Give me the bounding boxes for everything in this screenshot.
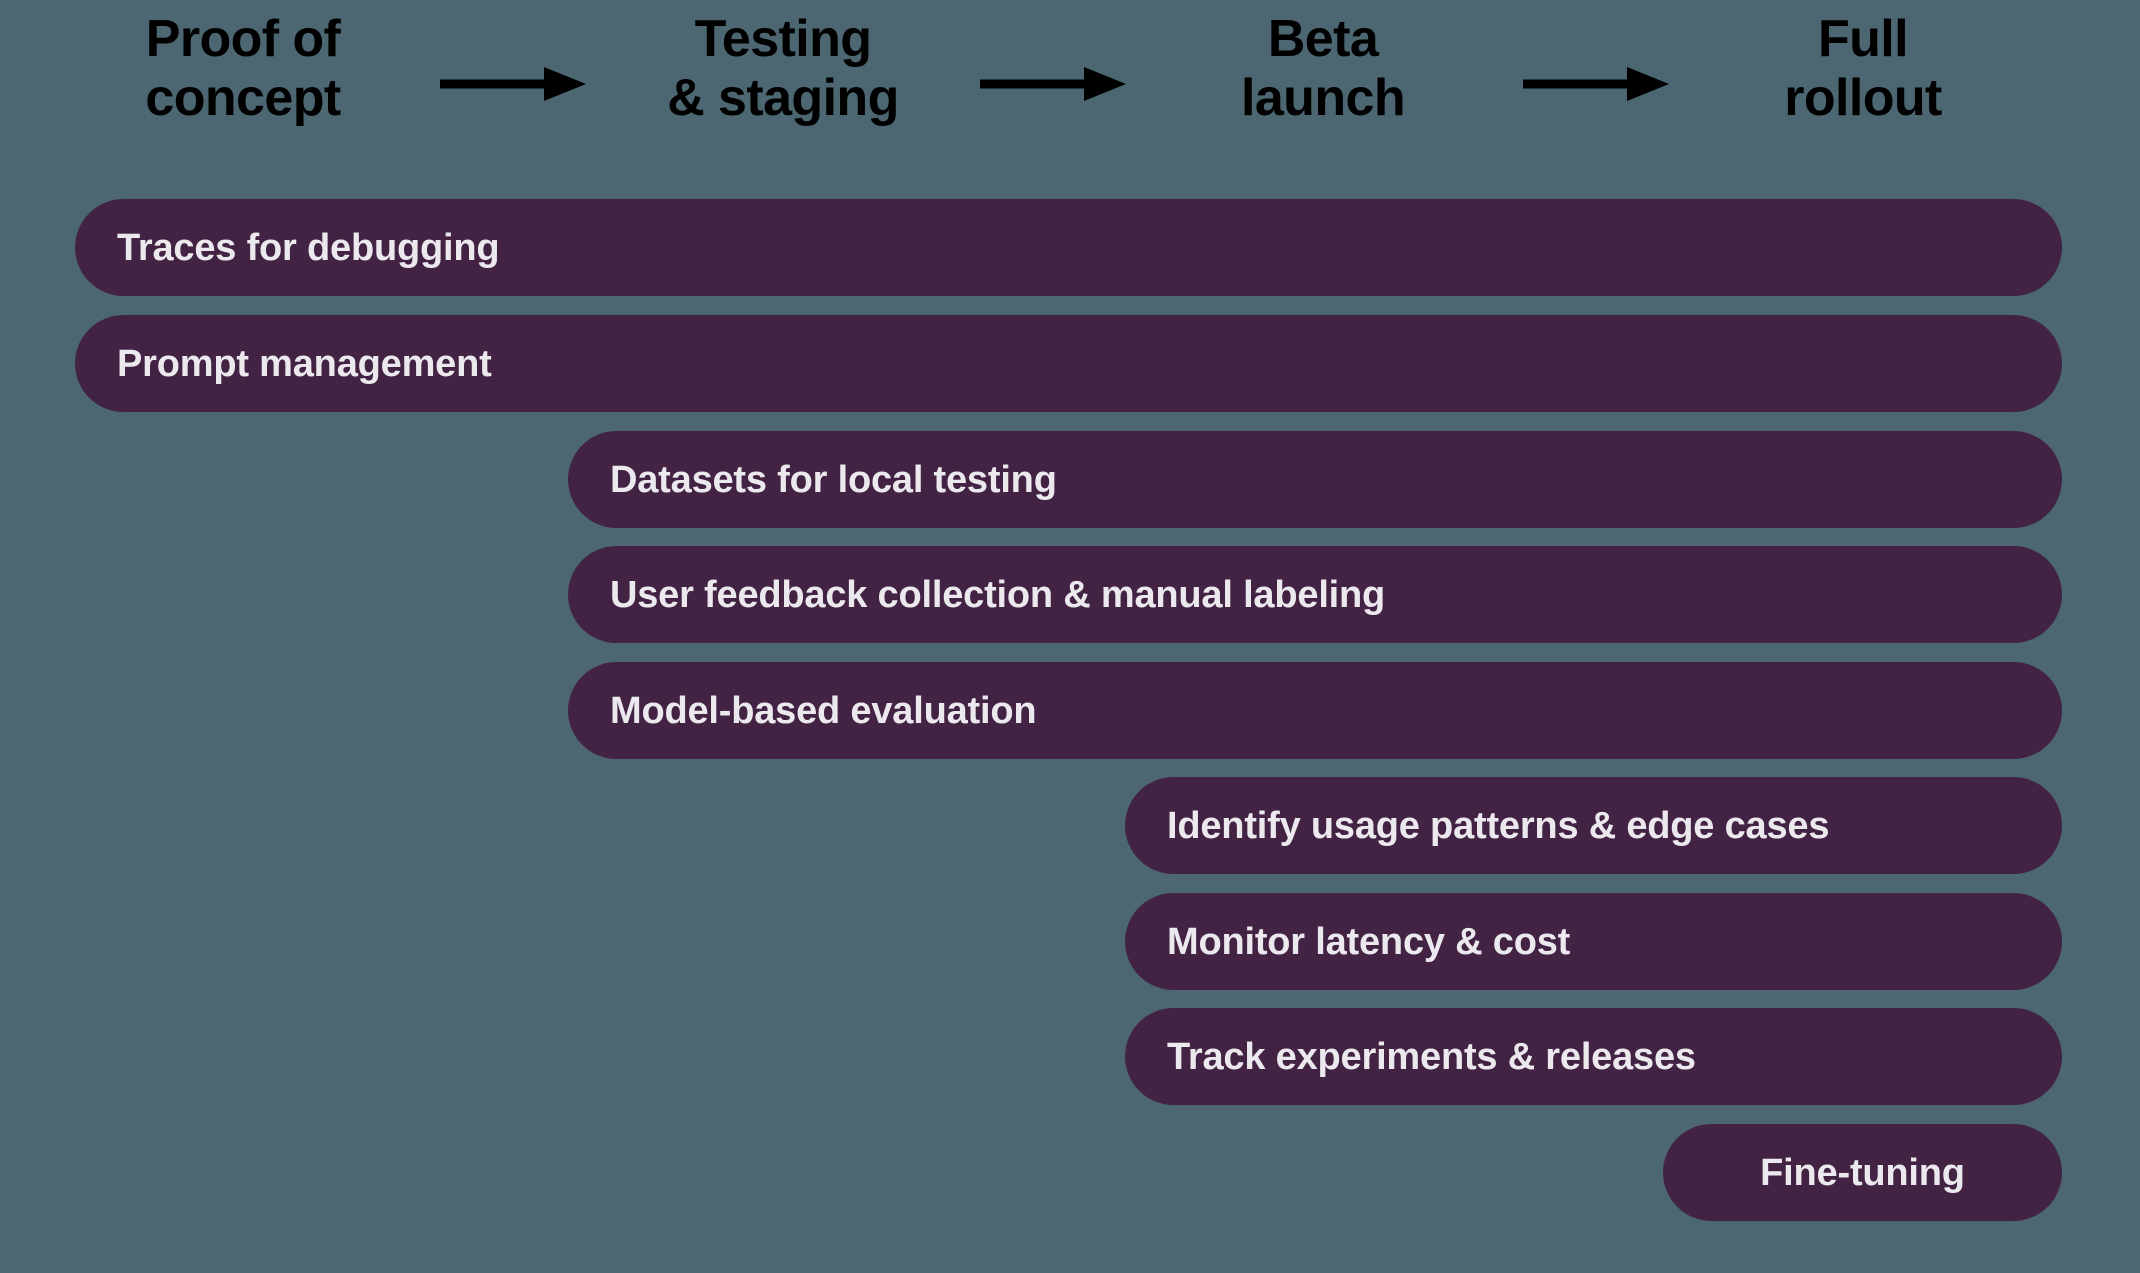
- capability-bar-label: Monitor latency & cost: [1167, 920, 1571, 963]
- capability-bar-datasets-for-local-testing[interactable]: Datasets for local testing: [568, 431, 2062, 528]
- stage-arrow-2-icon: [980, 64, 1126, 104]
- capability-bar-label: Fine-tuning: [1760, 1151, 1965, 1194]
- capability-bar-track-experiments-and-releases[interactable]: Track experiments & releases: [1125, 1008, 2062, 1105]
- stage-arrow-3-icon: [1523, 64, 1669, 104]
- capability-bar-label: Identify usage patterns & edge cases: [1167, 804, 1830, 847]
- stage-label-testing-and-staging: Testing & staging: [667, 10, 899, 127]
- capability-bar-label: User feedback collection & manual labeli…: [610, 573, 1386, 616]
- capability-bar-fine-tuning[interactable]: Fine-tuning: [1663, 1124, 2062, 1221]
- capability-bar-label: Track experiments & releases: [1167, 1035, 1696, 1078]
- capability-bar-monitor-latency-and-cost[interactable]: Monitor latency & cost: [1125, 893, 2062, 990]
- capability-bar-label: Traces for debugging: [117, 226, 500, 269]
- capability-bar-prompt-management[interactable]: Prompt management: [75, 315, 2062, 412]
- capability-bar-user-feedback-collection[interactable]: User feedback collection & manual labeli…: [568, 546, 2062, 643]
- capability-bar-traces-for-debugging[interactable]: Traces for debugging: [75, 199, 2062, 296]
- capability-bar-identify-usage-patterns[interactable]: Identify usage patterns & edge cases: [1125, 777, 2062, 874]
- stage-label-full-rollout: Full rollout: [1784, 10, 1942, 127]
- stage-label-beta-launch: Beta launch: [1241, 10, 1406, 127]
- capability-bar-model-based-evaluation[interactable]: Model-based evaluation: [568, 662, 2062, 759]
- capability-bar-label: Prompt management: [117, 342, 492, 385]
- capability-bar-label: Datasets for local testing: [610, 458, 1057, 501]
- stage-header-row: Proof of concept Testing & staging Beta …: [0, 0, 2140, 175]
- capability-bar-label: Model-based evaluation: [610, 689, 1037, 732]
- stage-arrow-1-icon: [440, 64, 586, 104]
- stage-label-proof-of-concept: Proof of concept: [145, 10, 341, 127]
